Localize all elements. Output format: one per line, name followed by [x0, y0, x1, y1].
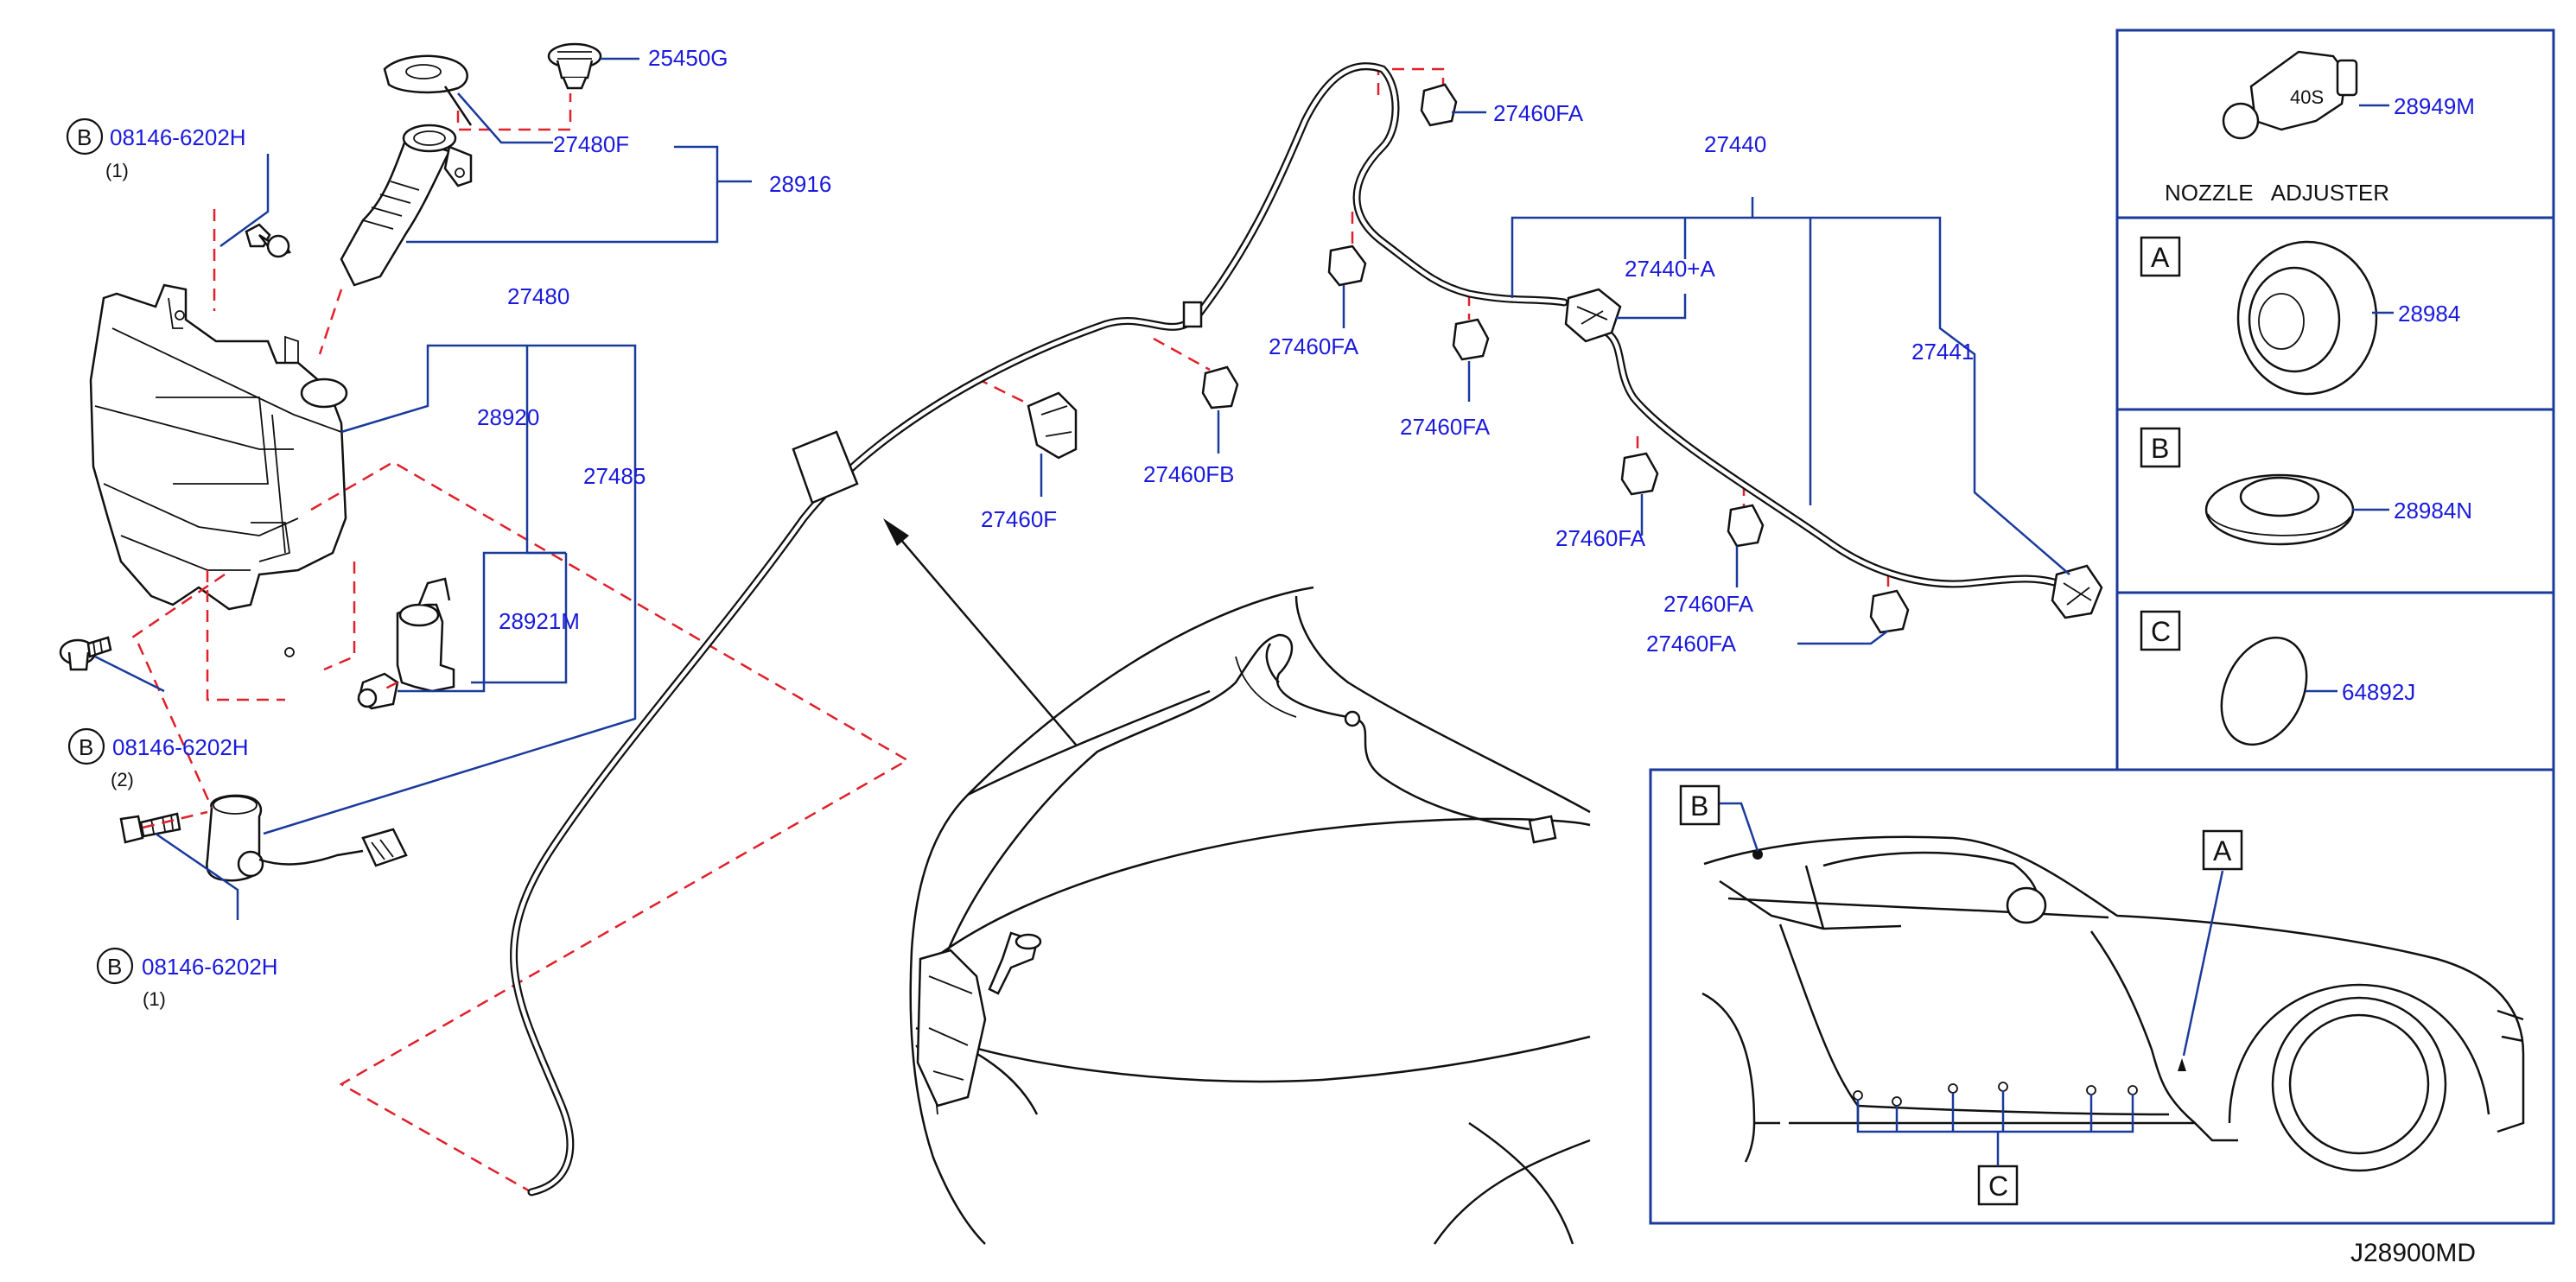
- panel-a-letter: A: [2151, 242, 2170, 273]
- washer-pump-lower: [206, 794, 408, 882]
- washer-pump-upper: [357, 577, 455, 710]
- nozzle-left: [1564, 288, 1622, 343]
- label-27441: 27441: [1911, 339, 1974, 365]
- label-28916: 28916: [769, 171, 831, 197]
- tank-cap: [383, 54, 473, 126]
- clip-27460FA-5: [1727, 504, 1765, 548]
- clip-27460FA-4: [1620, 452, 1659, 496]
- label-27440: 27440: [1704, 131, 1766, 157]
- label-27480F: 27480F: [553, 131, 629, 157]
- clip-27460FA-6: [1869, 589, 1910, 634]
- side-panels: 40S 28949M NOZZLE ADJUSTER A 28984 B 289…: [2115, 29, 2555, 771]
- panel-c-letter: C: [2151, 616, 2171, 647]
- car-front-view: [909, 586, 1591, 1245]
- label-bolt-bot: 08146-6202H: [142, 954, 278, 980]
- grommet-b-part: B 28984N: [2140, 427, 2472, 546]
- bolt-symbol-b-top-text: B: [77, 124, 92, 150]
- label-64892J: 64892J: [2342, 679, 2415, 705]
- label-27460FA-6: 27460FA: [1646, 631, 1737, 657]
- grommet-25450G: [547, 42, 602, 90]
- label-27440A: 27440+A: [1625, 256, 1715, 282]
- label-27460FA-5: 27460FA: [1663, 591, 1754, 617]
- label-27485: 27485: [583, 463, 646, 489]
- label-27460FA-2: 27460FA: [1269, 333, 1359, 359]
- car-label-a: A: [2213, 835, 2232, 866]
- label-27460FB: 27460FB: [1143, 461, 1235, 487]
- car-label-b: B: [1690, 790, 1708, 822]
- nozzle-right: [2051, 564, 2103, 619]
- label-27460FA-4: 27460FA: [1555, 525, 1646, 551]
- qty-bolt-mid: (2): [111, 769, 134, 790]
- label-27460FA-1: 27460FA: [1493, 100, 1584, 126]
- label-28984: 28984: [2398, 301, 2460, 327]
- bolt-symbol-b-bot: [96, 947, 134, 985]
- label-27460FA-3: 27460FA: [1400, 414, 1491, 440]
- washer-hose: [510, 62, 2074, 1196]
- label-28949M: 28949M: [2394, 93, 2475, 119]
- panel-b-letter: B: [2151, 433, 2169, 464]
- car-side-view: B A C: [1649, 768, 2555, 1225]
- label-27460F: 27460F: [981, 506, 1057, 532]
- label-bolt-mid: 08146-6202H: [112, 734, 249, 760]
- qty-bolt-bot: (1): [143, 988, 166, 1010]
- clip-27460FA-1: [1420, 83, 1458, 127]
- label-bolt-top: 08146-6202H: [110, 124, 246, 150]
- bolt-symbol-b-bot-text: B: [107, 954, 122, 980]
- bolt-symbol-b-mid: [67, 727, 105, 765]
- label-28921M: 28921M: [499, 608, 580, 634]
- label-25450G: 25450G: [648, 45, 728, 71]
- location-arrow: [883, 518, 1077, 746]
- diagram-code: J28900MD: [2350, 1239, 2476, 1267]
- side-panel-frame: [2115, 29, 2555, 771]
- clip-27460FA-3: [1452, 318, 1490, 361]
- filler-neck: [340, 124, 473, 287]
- nozzle-caption: NOZZLE ADJUSTER: [2165, 180, 2389, 206]
- clip-27460FA-2: [1327, 244, 1367, 287]
- bolt-mid: [59, 636, 112, 671]
- washer-tank: [89, 283, 348, 657]
- bolt-symbol-b-top: [66, 117, 104, 155]
- qty-bolt-top: (1): [105, 160, 129, 181]
- nozzle-stamp: 40S: [2290, 86, 2324, 108]
- label-28920: 28920: [477, 404, 539, 430]
- part-labels: 25450G 27480F 28916 B 08146-6202H (1) B …: [66, 45, 1974, 1010]
- leader-lines: [94, 57, 2070, 920]
- plug-c-part: C 64892J: [2140, 610, 2415, 746]
- dashed-guides: [129, 67, 1890, 1194]
- label-27480: 27480: [507, 283, 569, 309]
- bolt-symbol-b-mid-text: B: [79, 734, 93, 760]
- clip-27460FB: [1201, 365, 1239, 409]
- car-side-frame: [1649, 768, 2555, 1225]
- grommet-a-part: A 28984: [2140, 236, 2460, 396]
- nozzle-adjuster-part: 40S 28949M NOZZLE ADJUSTER: [2165, 50, 2475, 206]
- car-label-c: C: [1988, 1171, 2008, 1202]
- label-28984N: 28984N: [2394, 498, 2472, 524]
- clip-27460F: [1027, 391, 1078, 460]
- bolt-top: [245, 223, 291, 258]
- bolt-bottom: [119, 812, 181, 844]
